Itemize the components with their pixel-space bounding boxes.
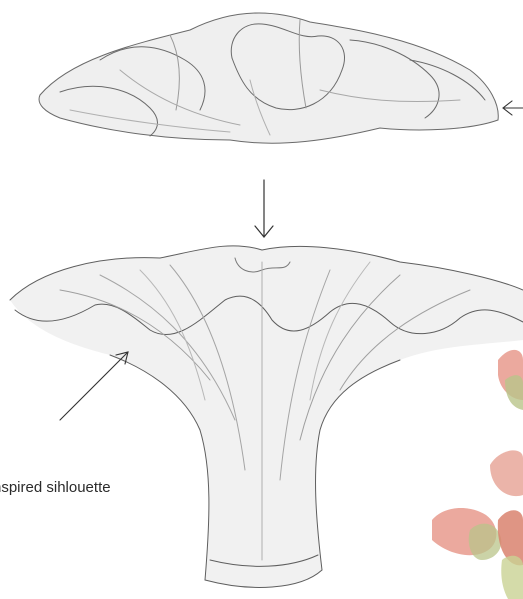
down-arrow — [255, 180, 273, 237]
annotation-arrow — [60, 352, 128, 420]
petal — [505, 375, 523, 410]
side-arrow — [503, 101, 523, 115]
flat-bowl-sketch — [39, 13, 498, 143]
petal — [490, 450, 523, 496]
petal — [501, 556, 523, 599]
bowl-glass-fill — [39, 13, 498, 143]
flower-petals — [432, 350, 523, 599]
petal — [469, 524, 502, 560]
silhouette-annotation-label: nspired sihlouette — [0, 479, 111, 496]
